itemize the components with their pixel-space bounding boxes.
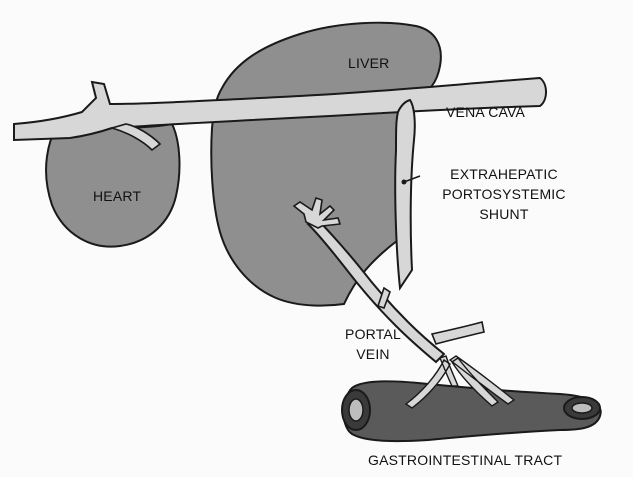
shunt-label: EXTRAHEPATIC PORTOSYSTEMIC SHUNT <box>424 164 584 224</box>
vena-cava-label: VENA CAVA <box>446 104 525 120</box>
shunt-label-line-2: PORTOSYSTEMIC <box>424 184 584 204</box>
liver-label: LIVER <box>348 55 389 71</box>
portal-vein-label-line-1: PORTAL <box>340 324 406 344</box>
shunt-label-line-1: EXTRAHEPATIC <box>424 164 584 184</box>
heart-label: HEART <box>93 188 141 204</box>
gi-tract-right-lumen-inner <box>572 403 592 413</box>
portal-vein-label: PORTAL VEIN <box>340 324 406 364</box>
gi-tract-label: GASTROINTESTINAL TRACT <box>368 452 562 468</box>
shunt-label-line-3: SHUNT <box>424 204 584 224</box>
shunt-pointer-dot <box>402 180 407 185</box>
heart-shape <box>46 122 179 247</box>
portal-vein-label-line-2: VEIN <box>340 344 406 364</box>
gi-tract-left-lumen-inner <box>349 399 363 421</box>
